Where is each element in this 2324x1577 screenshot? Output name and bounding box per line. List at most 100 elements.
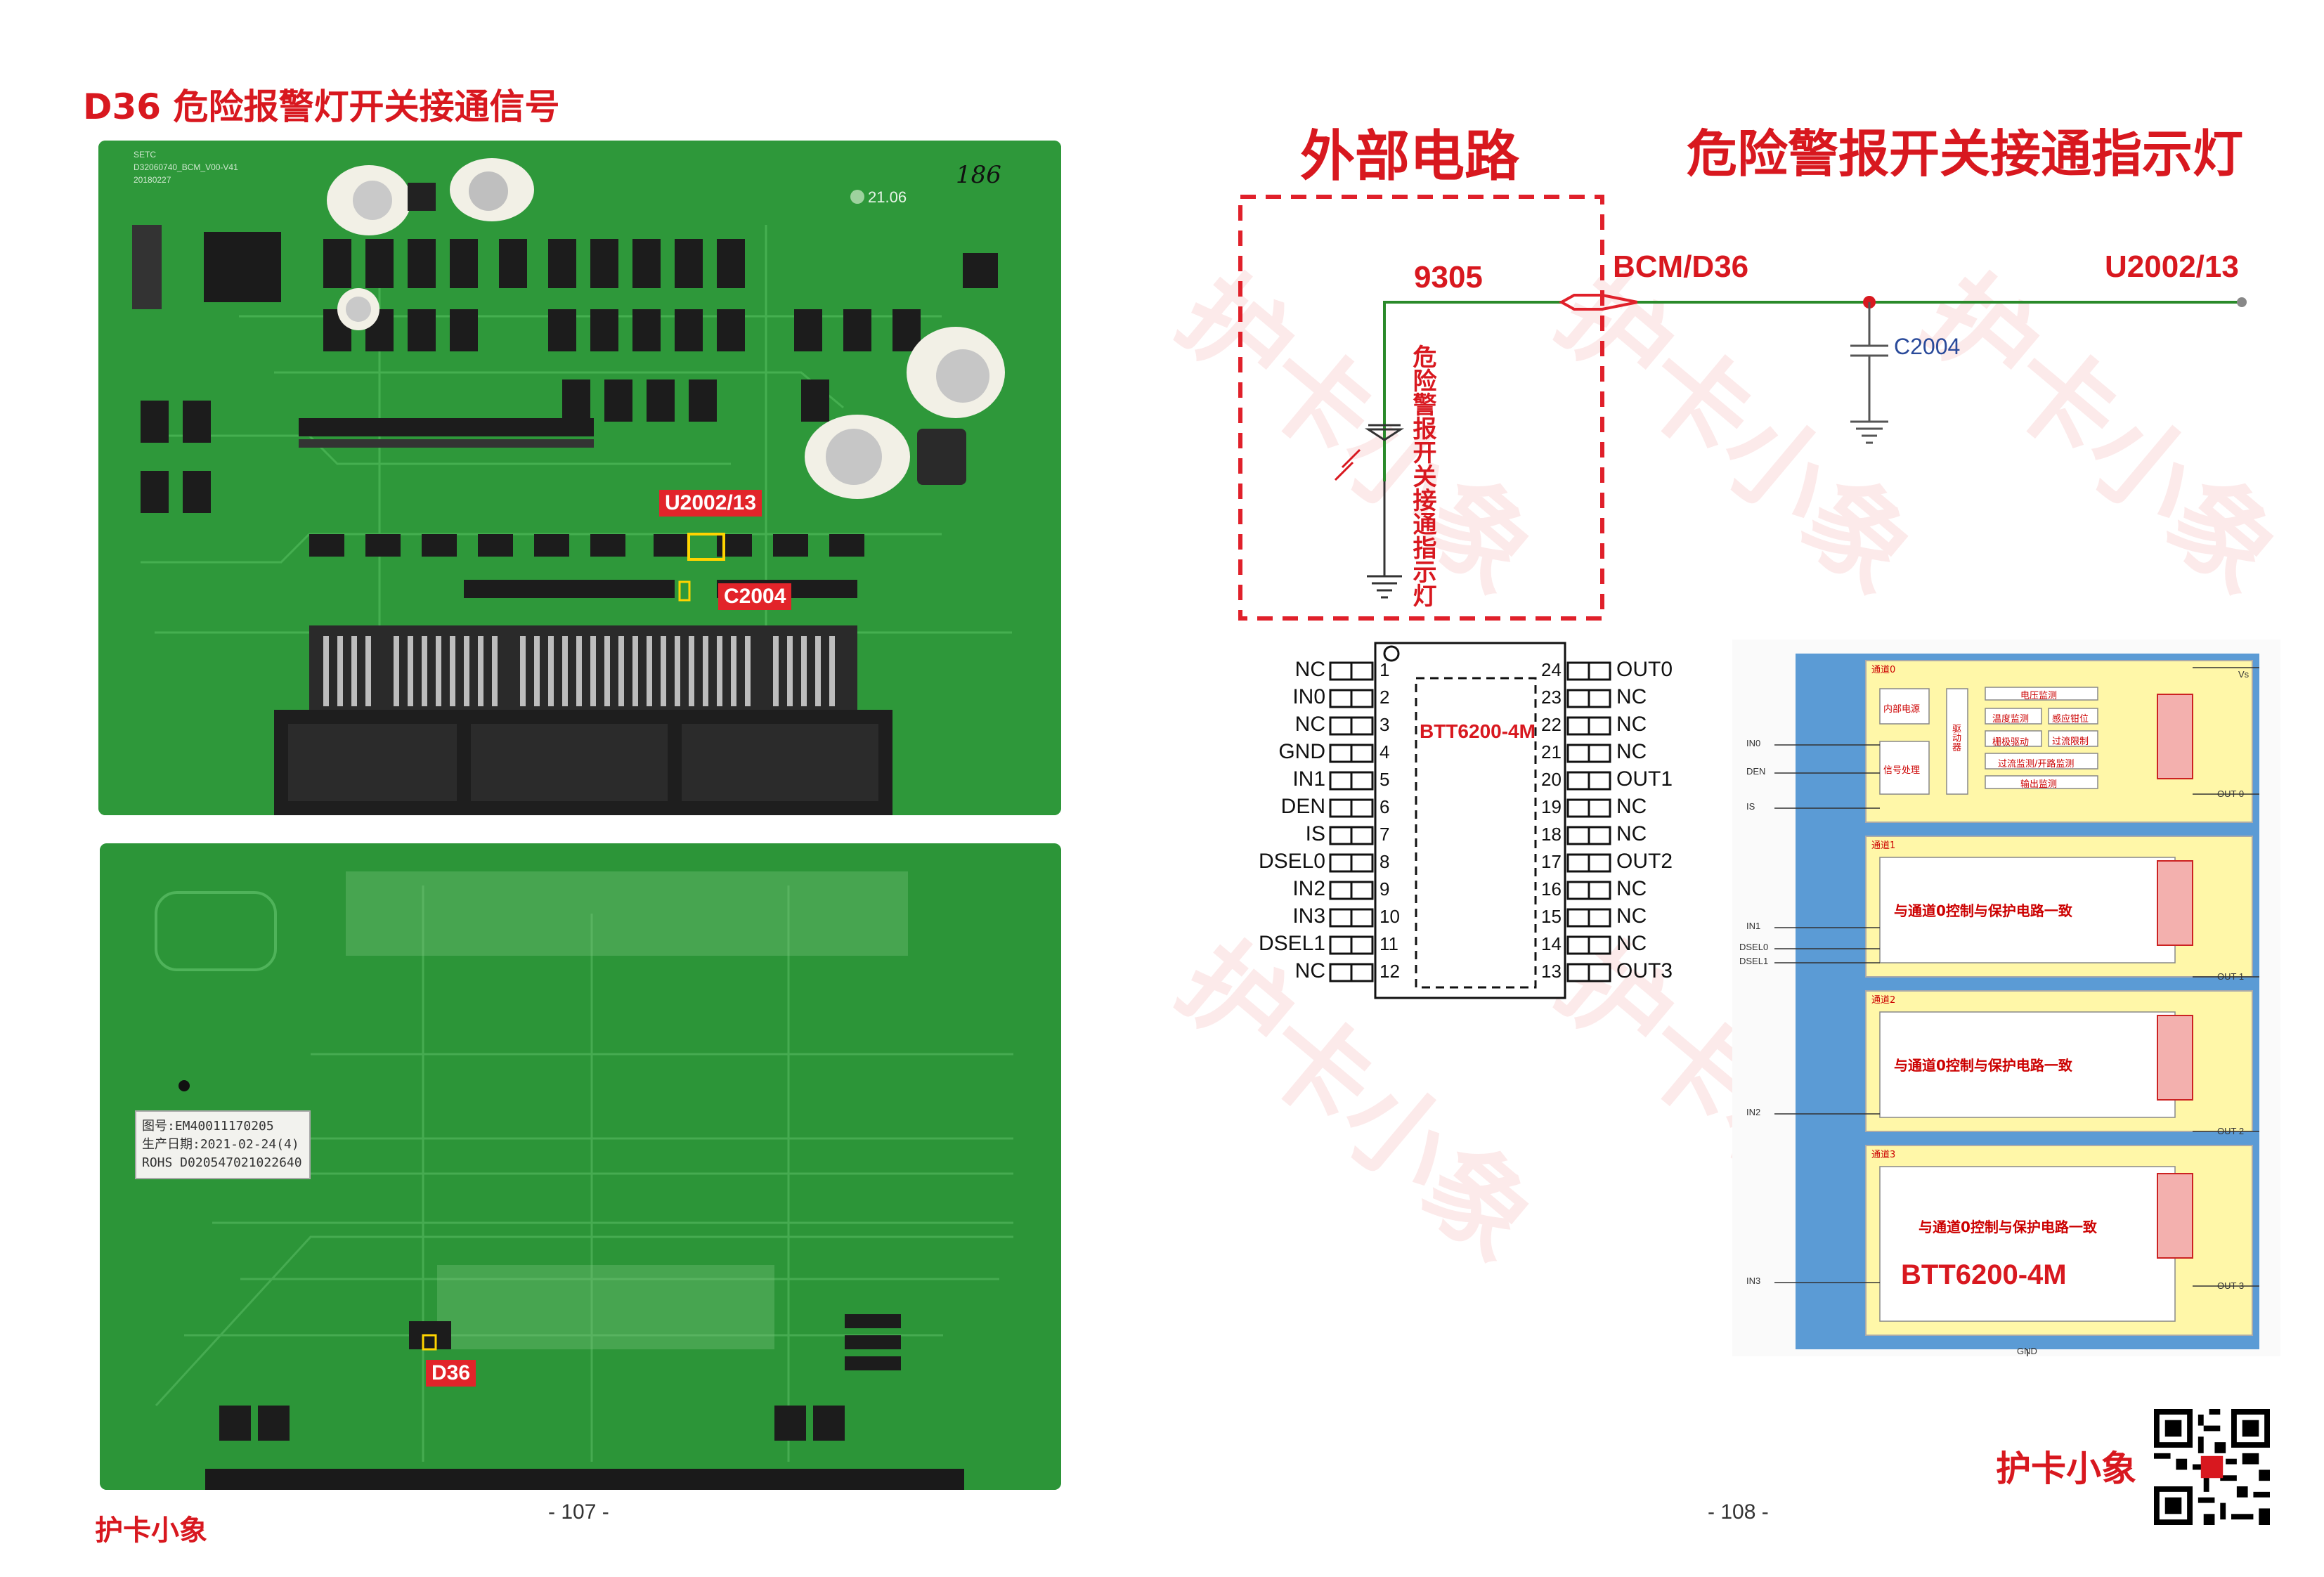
svg-text:21.06: 21.06	[868, 188, 907, 206]
block-overcurrent-openload: 过流监测/开路监测	[1998, 759, 2075, 770]
block-diagram: 通道0 通道1 通道2 通道3 内部电源 信号处理 栅极驱动 电压监测 温度监测…	[1732, 640, 2280, 1356]
sticker-line-2: 生产日期:2021-02-24(4)	[142, 1137, 299, 1152]
led-label: 危险警报开关接通指示灯	[1408, 344, 1436, 607]
right-pin-name: NC	[1616, 713, 1647, 736]
pin-label-u2002: U2002/13	[2105, 249, 2239, 284]
page-number-right: - 108 -	[1708, 1500, 1769, 1524]
wire-9305	[1383, 301, 1562, 481]
left-pin-name: IS	[1305, 822, 1325, 845]
output-out0: OUT 0	[2217, 788, 2245, 799]
right-pin-number: 17	[1541, 851, 1562, 872]
left-pin-name: DSEL1	[1258, 932, 1325, 955]
left-pin-number: 2	[1380, 687, 1390, 708]
left-pin-number: 3	[1380, 714, 1390, 735]
right-pin-name: OUT3	[1616, 959, 1673, 982]
right-pin-name: NC	[1616, 932, 1647, 955]
right-pin-name: OUT0	[1616, 658, 1673, 681]
channel-3-same-note: 与通道0控制与保护电路一致	[1919, 1219, 2097, 1235]
input-in0: IN0	[1746, 738, 1761, 748]
left-pin-number: 4	[1380, 741, 1390, 762]
chip-name-label: BTT6200-4M	[1420, 720, 1536, 742]
right-pin-number: 16	[1541, 878, 1562, 900]
cap-ground-icon	[1850, 420, 1888, 444]
svg-text:20180227: 20180227	[134, 175, 171, 185]
left-pin-name: NC	[1294, 658, 1325, 681]
block-internal-power: 内部电源	[1883, 704, 1921, 715]
left-pin-number: 6	[1380, 796, 1390, 817]
pin-end-dot	[2237, 297, 2247, 307]
input-dsel0: DSEL0	[1739, 942, 1769, 952]
left-pin-number: 11	[1380, 933, 1398, 954]
block-inductive-clamp: 感应钳位	[2052, 714, 2089, 725]
capacitor-label: C2004	[1894, 334, 1961, 359]
block-chip-name: BTT6200-4M	[1901, 1259, 2067, 1290]
sticker-line-3: ROHS D020547021022640	[142, 1155, 302, 1170]
u2002-highlight	[687, 533, 725, 561]
right-pin-number: 15	[1541, 906, 1562, 927]
left-pin-name: GND	[1278, 740, 1325, 763]
qr-code-icon	[2154, 1409, 2270, 1525]
right-pin-number: 18	[1541, 824, 1562, 845]
input-dsel1: DSEL1	[1739, 956, 1769, 966]
page-number-left: - 107 -	[548, 1500, 609, 1524]
right-pin-number: 21	[1541, 741, 1562, 762]
connector-symbol	[1558, 294, 1638, 311]
right-pin-name: NC	[1616, 795, 1647, 818]
right-pin-number: 14	[1541, 933, 1562, 954]
channel-0-title: 通道0	[1871, 665, 1896, 675]
input-in3: IN3	[1746, 1276, 1761, 1286]
output-out3: OUT 3	[2217, 1280, 2245, 1291]
c2004-highlight	[678, 580, 691, 602]
gnd-label: GND	[2017, 1346, 2037, 1356]
input-is: IS	[1746, 801, 1755, 812]
output-out2: OUT 2	[2217, 1126, 2245, 1136]
svg-text:SETC: SETC	[134, 150, 156, 160]
left-pin-name: IN1	[1292, 767, 1325, 791]
input-in2: IN2	[1746, 1107, 1761, 1117]
block-output-monitor: 输出监测	[2020, 779, 2058, 790]
input-den: DEN	[1746, 766, 1766, 777]
channel-2-title: 通道2	[1871, 995, 1896, 1006]
left-pin-name: IN0	[1292, 685, 1325, 708]
hazard-schematic	[1238, 195, 2247, 621]
led-ground-icon	[1367, 575, 1402, 599]
block-temp-monitor: 温度监测	[1992, 714, 2030, 725]
external-circuit-box	[1238, 195, 1604, 621]
right-pin-number: 20	[1541, 769, 1562, 790]
block-voltage-monitor: 电压监测	[2020, 691, 2058, 701]
capacitor-c2004	[1850, 302, 1888, 422]
right-pin-name: NC	[1616, 822, 1647, 845]
left-pin-number: 1	[1380, 659, 1390, 680]
bottom-pcb-photo: 图号:EM40011170205 生产日期:2021-02-24(4) ROHS…	[100, 843, 1061, 1490]
right-pin-name: OUT1	[1616, 767, 1673, 791]
channel-2-same-note: 与通道0控制与保护电路一致	[1894, 1057, 2072, 1074]
block-diagram-drawing	[1774, 654, 2259, 1356]
top-pcb-drawing: SETC D32060740_BCM_V00-V41 20180227 21.0…	[98, 141, 1061, 815]
right-pin-number: 19	[1541, 796, 1562, 817]
left-pin-name: IN2	[1292, 877, 1325, 900]
connector-label: BCM/D36	[1613, 249, 1749, 284]
right-pin-number: 23	[1541, 687, 1562, 708]
c2004-label: C2004	[718, 583, 792, 610]
sticker-line-1: 图号:EM40011170205	[142, 1119, 274, 1134]
right-pin-name: NC	[1616, 740, 1647, 763]
input-in1: IN1	[1746, 921, 1761, 931]
right-pin-number: 24	[1541, 659, 1562, 680]
svg-text:186: 186	[956, 161, 1001, 189]
part-sticker: 图号:EM40011170205 生产日期:2021-02-24(4) ROHS…	[135, 1110, 311, 1179]
left-pin-name: NC	[1294, 713, 1325, 736]
led-icon	[1364, 428, 1405, 441]
right-pin-number: 22	[1541, 714, 1562, 735]
led-light-arrows	[1334, 448, 1361, 481]
svg-text:D32060740_BCM_V00-V41: D32060740_BCM_V00-V41	[134, 162, 238, 172]
wire-label-9305: 9305	[1414, 260, 1483, 294]
right-pin-name: NC	[1616, 877, 1647, 900]
right-pin-name: NC	[1616, 685, 1647, 708]
channel-1-same-note: 与通道0控制与保护电路一致	[1894, 902, 2072, 919]
left-pin-number: 12	[1380, 961, 1400, 982]
left-pin-number: 9	[1380, 878, 1390, 900]
top-pcb-photo: SETC D32060740_BCM_V00-V41 20180227 21.0…	[98, 141, 1061, 815]
channel-1-title: 通道1	[1871, 841, 1896, 851]
left-pin-name: IN3	[1292, 904, 1325, 928]
